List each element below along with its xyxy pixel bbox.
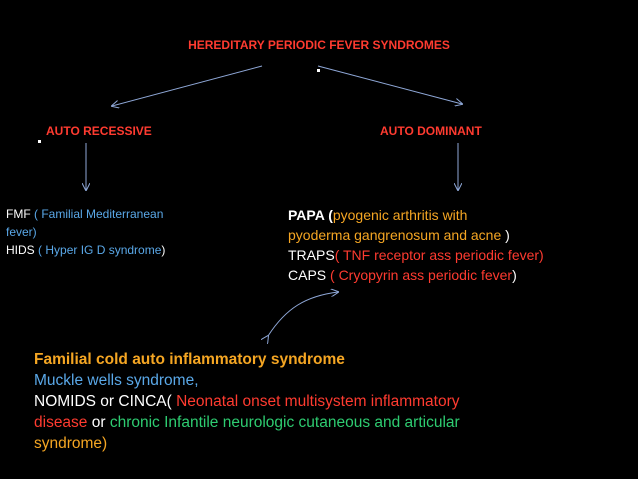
papa-close: ) — [501, 227, 510, 243]
decorative-dot — [38, 140, 41, 143]
traps-line: TRAPS( TNF receptor ass periodic fever) — [288, 245, 544, 265]
or-text: or — [87, 414, 110, 431]
hids-line: HIDS ( Hyper IG D syndrome) — [6, 241, 165, 259]
fcas-line: Familial cold auto inflammatory syndrome — [34, 351, 345, 368]
nomids-line: NOMIDS or CINCA( Neonatal onset multisys… — [34, 391, 460, 412]
traps-abbr: TRAPS — [288, 247, 335, 263]
recessive-list: FMF ( Familial Mediterranean fever) HIDS… — [6, 205, 165, 259]
arrow-to-dominant — [317, 65, 462, 104]
hids-abbr: HIDS — [6, 243, 35, 257]
muckle-wells-line: Muckle wells syndrome, — [34, 372, 199, 389]
papa-desc: pyogenic arthritis with — [332, 207, 468, 223]
decorative-dot — [317, 69, 320, 72]
caps-desc: ( Cryopyrin ass periodic fever — [326, 267, 513, 283]
curved-double-arrow — [268, 292, 338, 336]
hids-open: ( — [38, 243, 43, 257]
fmf-abbr: FMF — [6, 207, 31, 221]
papa-line: PAPA (pyogenic arthritis with — [288, 205, 544, 225]
arrow-to-recessive — [112, 65, 263, 106]
fmf-desc: ( Familial Mediterranean — [34, 207, 164, 221]
papa-line-2: pyoderma gangrenosum and acne ) — [288, 225, 544, 245]
nomids-desc-cont: disease — [34, 414, 88, 431]
caps-types-list: Familial cold auto inflammatory syndrome… — [34, 349, 460, 454]
traps-desc: ( TNF receptor ass periodic fever) — [334, 247, 544, 263]
papa-abbr: PAPA ( — [288, 207, 333, 223]
caps-abbr: CAPS — [288, 267, 327, 283]
cinca-line: disease or chronic Infantile neurologic … — [34, 412, 460, 433]
cinca-desc: chronic Infantile neurologic cutaneous a… — [109, 414, 460, 431]
nomids-abbr: NOMIDS or CINCA( — [34, 393, 172, 410]
fmf-line: FMF ( Familial Mediterranean — [6, 205, 165, 223]
cinca-desc-cont: syndrome) — [34, 435, 108, 452]
hids-desc: Hyper IG D syndrome — [42, 243, 162, 257]
auto-dominant-label: AUTO DOMINANT — [380, 124, 482, 138]
fmf-desc-cont: fever) — [6, 225, 37, 239]
papa-desc-cont: pyoderma gangrenosum and acne — [288, 227, 502, 243]
caps-line: CAPS ( Cryopyrin ass periodic fever) — [288, 265, 544, 285]
hids-close: ) — [161, 243, 166, 257]
dominant-list: PAPA (pyogenic arthritis with pyoderma g… — [288, 205, 544, 285]
auto-recessive-label: AUTO RECESSIVE — [46, 124, 152, 138]
diagram-title: HEREDITARY PERIODIC FEVER SYNDROMES — [188, 38, 450, 52]
nomids-desc: Neonatal onset multisystem inflammatory — [171, 393, 460, 410]
caps-close: ) — [512, 267, 517, 283]
